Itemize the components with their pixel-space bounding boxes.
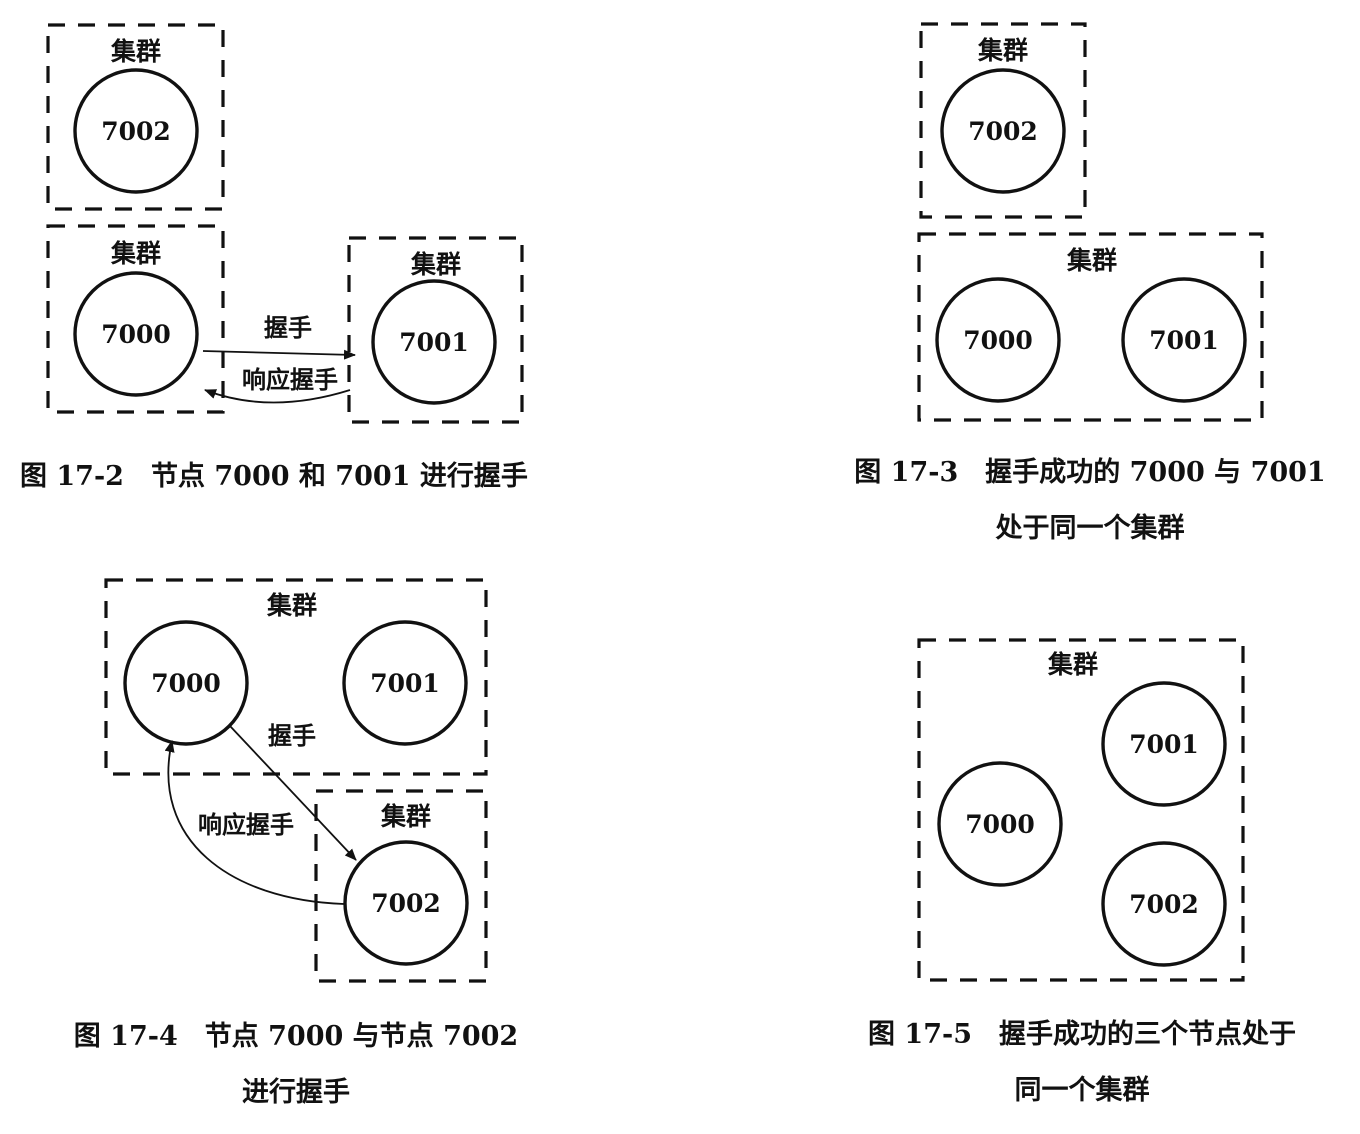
cluster-label: 集群 xyxy=(1047,650,1098,679)
figure-17-3: 集群 7002 集群 7000 7001 图 17-3 握手成功的 7000 与… xyxy=(854,22,1326,544)
response-label: 响应握手 xyxy=(198,810,294,839)
figure-17-5: 集群 7001 7000 7002 图 17-5 握手成功的三个节点处于 同一个… xyxy=(868,638,1296,1106)
response-label: 响应握手 xyxy=(242,365,338,394)
cluster-label: 集群 xyxy=(977,36,1028,65)
caption-17-5-line-2: 同一个集群 xyxy=(1015,1074,1150,1106)
node-7000-circle xyxy=(935,277,1061,403)
cluster-label: 集群 xyxy=(266,591,317,620)
node-7001-circle xyxy=(342,620,468,746)
handshake-arrow xyxy=(202,349,356,360)
node-7000-label: 7000 xyxy=(965,810,1035,839)
node-7000-circle xyxy=(937,761,1063,887)
node-7002-label: 7002 xyxy=(371,889,441,918)
node-7000-circle xyxy=(73,271,199,397)
node-7001-label: 7001 xyxy=(370,669,440,698)
cluster-label: 集群 xyxy=(110,239,161,268)
node-7001-circle xyxy=(1101,681,1227,807)
node-7002-circle xyxy=(1101,841,1227,967)
caption-17-3-line-2: 处于同一个集群 xyxy=(995,512,1185,544)
cluster-box-all xyxy=(917,638,1245,982)
node-7001-circle xyxy=(371,279,497,405)
node-7000-label: 7000 xyxy=(963,326,1033,355)
caption-17-4-line-2: 进行握手 xyxy=(242,1076,350,1108)
cluster-box-7000-7001 xyxy=(917,232,1264,422)
response-arrow xyxy=(204,389,351,404)
handshake-label: 握手 xyxy=(264,313,312,342)
caption-17-2: 图 17-2 节点 7000 和 7001 进行握手 xyxy=(20,460,528,492)
node-7001-label: 7001 xyxy=(1129,730,1199,759)
handshake-arrow xyxy=(229,725,357,861)
caption-17-3-line-1: 图 17-3 握手成功的 7000 与 7001 xyxy=(854,456,1325,488)
node-7002-label: 7002 xyxy=(1129,890,1199,919)
response-arrow xyxy=(164,740,345,905)
handshake-label: 握手 xyxy=(268,721,316,750)
cluster-label: 集群 xyxy=(1066,246,1117,275)
cluster-label: 集群 xyxy=(110,37,161,66)
node-7000-label: 7000 xyxy=(101,320,171,349)
node-7001-label: 7001 xyxy=(399,328,469,357)
node-7000-label: 7000 xyxy=(151,669,221,698)
cluster-label: 集群 xyxy=(410,250,461,279)
node-7002-label: 7002 xyxy=(101,117,171,146)
node-7002-circle xyxy=(940,68,1066,194)
node-7002-circle xyxy=(343,840,469,966)
caption-17-4-line-1: 图 17-4 节点 7000 与节点 7002 xyxy=(74,1021,518,1052)
figure-17-2: 集群 7002 集群 7000 集群 7001 握手 响应握手 图 17-2 节… xyxy=(20,23,528,492)
caption-17-5-line-1: 图 17-5 握手成功的三个节点处于 xyxy=(868,1018,1296,1050)
node-7002-circle xyxy=(73,68,199,194)
figure-17-4: 集群 7000 7001 集群 7002 握手 响应握手 图 17-4 节点 7… xyxy=(74,578,518,1108)
node-7001-label: 7001 xyxy=(1149,326,1219,355)
node-7002-label: 7002 xyxy=(968,117,1038,146)
node-7000-circle xyxy=(123,620,249,746)
cluster-label: 集群 xyxy=(380,802,431,831)
cluster-box-7000-7001 xyxy=(104,578,488,776)
node-7001-circle xyxy=(1121,277,1247,403)
